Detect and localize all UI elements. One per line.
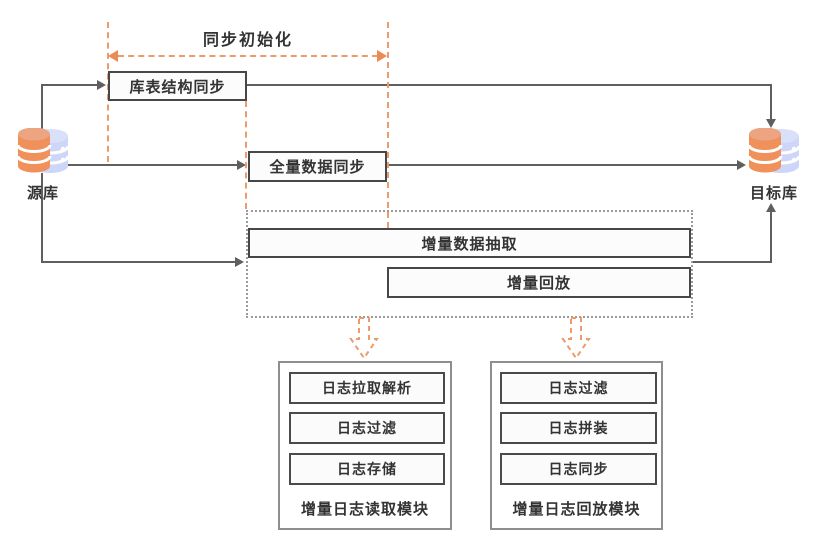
connector-source-top-vertical [41, 84, 43, 130]
source-database-icon [17, 128, 69, 173]
schema-sync-box: 库表结构同步 [108, 71, 247, 101]
arrowhead-into-target-left-icon [737, 160, 746, 170]
connector-source-to-schema [41, 84, 97, 86]
connector-container-to-target [693, 261, 772, 263]
arrowhead-into-full-icon [237, 160, 246, 170]
guide-line-full-right [387, 22, 389, 228]
arrowhead-into-container-icon [235, 257, 244, 267]
arrowhead-into-target-bottom-icon [766, 203, 776, 212]
reader-step-parse: 日志拉取解析 [289, 372, 445, 404]
replayer-step-assemble: 日志拼装 [500, 412, 657, 444]
reader-step-store: 日志存储 [289, 453, 445, 485]
target-database-icon [748, 128, 800, 173]
sync-init-span-line [118, 55, 378, 57]
connector-source-to-full [66, 164, 238, 166]
replayer-step-filter: 日志过滤 [500, 372, 657, 404]
connector-target-top-vertical [770, 84, 772, 120]
full-sync-box: 全量数据同步 [248, 151, 387, 182]
reader-down-arrow-icon [349, 317, 379, 360]
reader-step-filter: 日志过滤 [289, 412, 445, 444]
source-database-label: 源库 [26, 185, 59, 202]
incremental-container [246, 210, 693, 318]
incremental-extract-box: 增量数据抽取 [248, 228, 691, 258]
connector-source-bottom-vertical [41, 173, 43, 263]
replayer-down-arrow-icon [561, 317, 591, 360]
incremental-replay-box: 增量回放 [387, 267, 691, 298]
arrowhead-into-target-top-icon [766, 119, 776, 128]
connector-source-to-container [41, 261, 235, 263]
replayer-module-caption: 增量日志回放模块 [512, 501, 641, 518]
replayer-step-sync: 日志同步 [500, 453, 657, 485]
replayer-module: 日志过滤 日志拼装 日志同步 增量日志回放模块 [490, 361, 663, 530]
guide-line-schema-right [245, 101, 247, 209]
connector-schema-to-target [247, 84, 772, 86]
sync-init-title: 同步初始化 [202, 32, 293, 49]
arrowhead-into-schema-icon [97, 80, 106, 90]
reader-module-caption: 增量日志读取模块 [300, 501, 429, 518]
reader-module: 日志拉取解析 日志过滤 日志存储 增量日志读取模块 [278, 361, 452, 530]
connector-target-bottom-vertical [770, 211, 772, 263]
sync-init-arrowhead-left-icon [108, 50, 118, 62]
connector-full-to-target [387, 164, 738, 166]
target-database-label: 目标库 [749, 185, 798, 202]
sync-init-arrowhead-right-icon [377, 50, 387, 62]
